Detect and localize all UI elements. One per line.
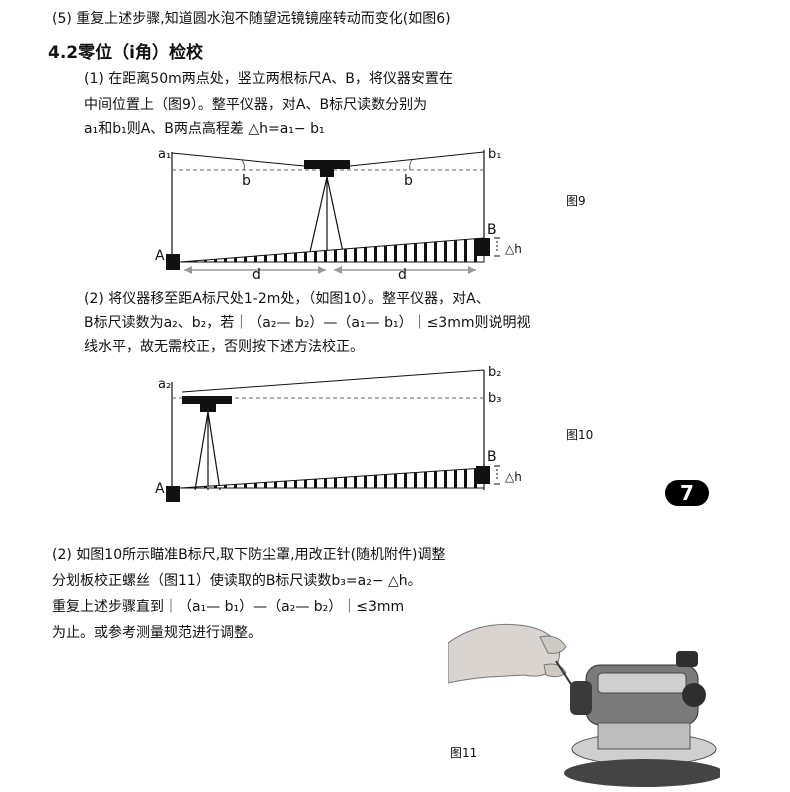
sight-line-left xyxy=(171,152,305,167)
para1-line2: 中间位置上（图9）。整平仪器，对A、B标尺读数分别为 xyxy=(84,97,428,113)
fig11-caption: 图11 xyxy=(450,746,478,760)
para1-line3: a₁和b₁则A、B两点高程差 △h=a₁− b₁ xyxy=(84,121,325,137)
level-instrument-fig9 xyxy=(304,160,350,169)
fig9-label-A: A xyxy=(155,248,165,264)
para2-line3: 线水平，故无需校正，否则按下述方法校正。 xyxy=(84,339,364,355)
point-a-block-fig9 xyxy=(166,254,180,270)
ground-wedge-fig9 xyxy=(179,237,485,263)
sight-line-right xyxy=(349,151,485,167)
para3-line3: 重复上述步骤直到｜（a₁— b₁）—（a₂— b₂）｜≤3mm xyxy=(52,599,405,615)
angle-arc-right xyxy=(409,159,413,171)
fig10-label-A: A xyxy=(155,481,165,497)
fig9-label-d2: d xyxy=(398,267,407,283)
fig10-label-b3: b₃ xyxy=(488,391,502,406)
para3-line1: (2) 如图10所示瞄准B标尺,取下防尘罩,用改正针(随机附件)调整 xyxy=(52,547,446,563)
page-number-badge: 7 xyxy=(665,480,709,506)
fig10-label-B: B xyxy=(487,449,497,465)
focus-knob xyxy=(682,683,706,707)
para2-line2: B标尺读数为a₂、b₂，若｜（a₂— b₂）—（a₁— b₁）｜≤3mm则说明视 xyxy=(84,315,531,331)
fig10-label-dh: △h xyxy=(505,470,522,484)
fig9-angle-label-right: b xyxy=(404,173,413,189)
sight-line-fig10 xyxy=(181,369,485,393)
fig10-label-a2: a₂ xyxy=(158,377,172,392)
section-heading: 4.2零位（i角）检校 xyxy=(48,43,203,63)
para3-line2: 分划板校正螺丝（图11）使读取的B标尺读数b₃=a₂− △h。 xyxy=(52,573,422,589)
angle-arc-left xyxy=(241,159,245,171)
point-b-block-fig9 xyxy=(476,238,490,256)
leveling-screw-plate xyxy=(564,759,720,787)
ground-wedge-fig10 xyxy=(179,467,485,489)
fig9-caption: 图9 xyxy=(566,194,586,208)
fig9-label-d1: d xyxy=(252,267,261,283)
point-a-block-fig10 xyxy=(166,486,180,502)
level-instrument-fig10 xyxy=(182,396,232,404)
step5-text: (5) 重复上述步骤,知道圆水泡不随望远镜镜座转动而变化(如图6) xyxy=(52,11,451,27)
hand-shape xyxy=(448,623,560,684)
para2-line1: (2) 将仪器移至距A标尺处1-2m处，（如图10）。整平仪器，对A、 xyxy=(84,291,490,307)
fig9-label-a1: a₁ xyxy=(158,147,172,162)
fig9-angle-label-left: b xyxy=(242,173,251,189)
fig9-label-dh: △h xyxy=(505,242,522,256)
para3-line4: 为止。或参考测量规范进行调整。 xyxy=(52,625,262,641)
fig9-label-B: B xyxy=(487,222,497,238)
fig10-label-b2: b₂ xyxy=(488,365,502,380)
figure-11-photo xyxy=(448,623,720,787)
fig9-label-b1: b₁ xyxy=(488,147,502,162)
fig10-caption: 图10 xyxy=(566,428,594,442)
point-b-block-fig10 xyxy=(476,466,490,484)
para1-line1: (1) 在距离50m两点处，竖立两根标尺A、B，将仪器安置在 xyxy=(84,71,453,87)
eyepiece xyxy=(570,681,592,715)
